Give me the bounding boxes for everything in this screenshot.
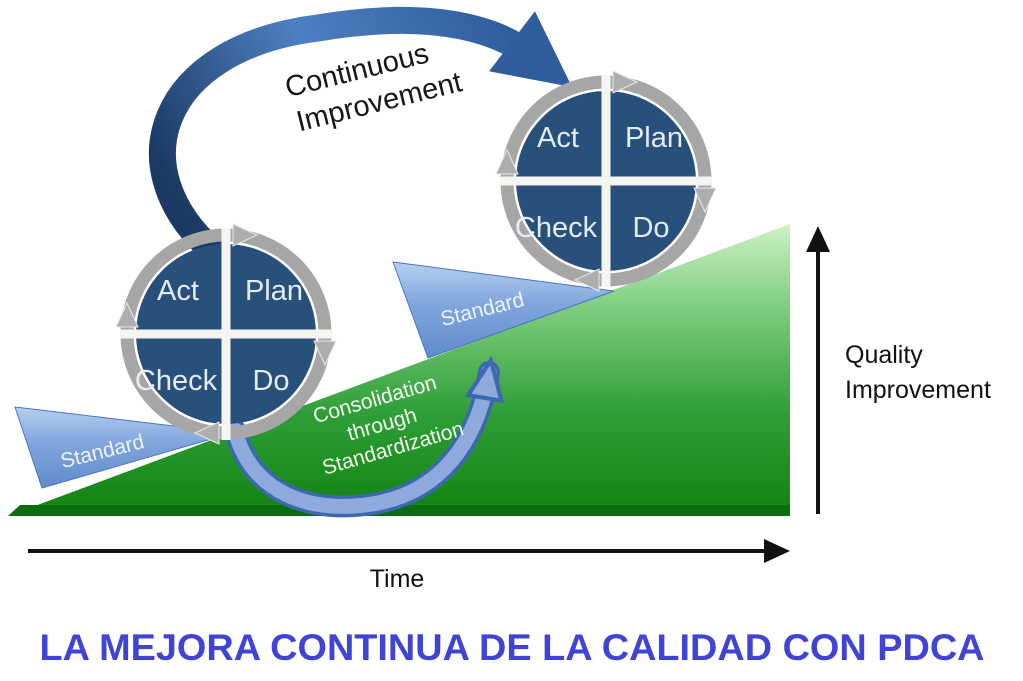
page-title: LA MEJORA CONTINUA DE LA CALIDAD CON PDC… <box>40 627 985 668</box>
time-axis: Time <box>28 539 790 593</box>
standard-wedge-upper <box>392 261 615 359</box>
slope-base-band <box>8 505 790 516</box>
quality-axis: Quality Improvement <box>806 226 991 514</box>
pdca-cycle-upper <box>496 71 716 291</box>
consolidation-arrow <box>224 372 489 518</box>
continuous-improvement-caption: Continuous Improvement <box>282 37 465 138</box>
quality-axis-label-line1: Quality <box>845 341 923 369</box>
quality-axis-label-line2: Improvement <box>845 376 991 404</box>
consolidation-arrow-body <box>227 372 489 514</box>
time-axis-label: Time <box>370 565 425 593</box>
time-axis-arrowhead-icon <box>764 539 790 563</box>
quality-axis-arrowhead-icon <box>806 226 830 252</box>
continuous-improvement-arrow <box>149 6 573 263</box>
